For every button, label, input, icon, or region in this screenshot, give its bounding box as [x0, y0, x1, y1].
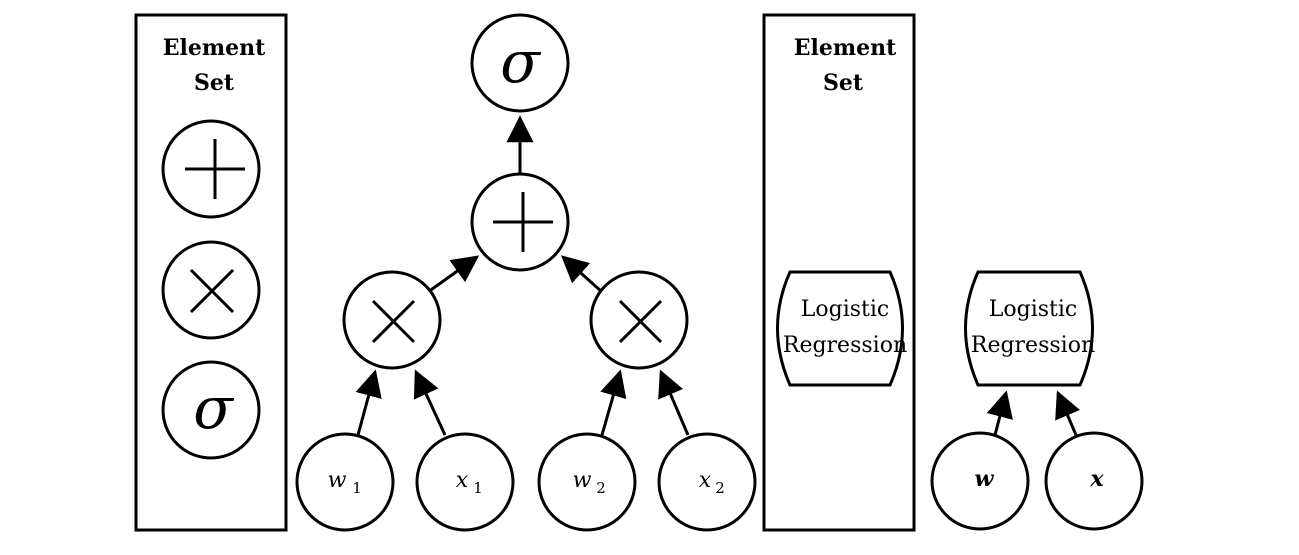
- sigma-icon: σ: [500, 28, 541, 96]
- edge-w-to-logistic: [986, 390, 1013, 436]
- computation-graph: σ w 1: [295, 13, 757, 532]
- x-vector-label: x: [1089, 466, 1104, 492]
- left-panel-title-line1: Element: [163, 35, 266, 61]
- sigma-element-node: σ: [161, 360, 261, 460]
- edge-w1-to-times1: [355, 369, 382, 436]
- input-node-w2: w 2: [537, 432, 637, 532]
- times-node-1: [342, 270, 442, 370]
- w-vector-label: w: [975, 466, 995, 492]
- w2-label: w: [573, 468, 592, 493]
- input-node-x1: x 1: [415, 432, 515, 532]
- edge-times1-to-plus: [427, 255, 480, 294]
- x2-subscript: 2: [715, 479, 725, 497]
- logistic-label-line1: Logistic: [801, 297, 889, 322]
- times-node-2: [589, 270, 689, 370]
- logistic-regression-node: Logistic Regression: [964, 270, 1095, 387]
- left-element-set-panel: Element Set σ: [134, 13, 288, 532]
- input-node-x2: x 2: [657, 432, 757, 532]
- left-panel-title-line2: Set: [194, 70, 235, 96]
- x1-label: x: [456, 468, 469, 493]
- w2-subscript: 2: [596, 479, 606, 497]
- right-panel-title-line1: Element: [794, 35, 897, 61]
- w1-subscript: 1: [352, 479, 362, 497]
- times-icon: [371, 299, 416, 344]
- w1-label: w: [328, 468, 347, 493]
- sigma-icon: σ: [193, 374, 234, 442]
- times-icon: [618, 299, 663, 344]
- edge-x2-to-times2: [658, 369, 690, 436]
- edge-x-to-logistic: [1055, 390, 1080, 436]
- input-node-x: x: [1044, 431, 1144, 531]
- times-element-node: [161, 240, 261, 340]
- x2-label: x: [699, 468, 712, 493]
- input-node-w: w: [930, 431, 1030, 531]
- logistic-regression-element: Logistic Regression: [776, 270, 907, 387]
- edge-times2-to-plus: [560, 255, 604, 294]
- times-icon: [189, 268, 235, 314]
- logistic-label-line2: Regression: [783, 333, 907, 358]
- edge-w2-to-times2: [600, 369, 627, 436]
- plus-icon: [493, 192, 553, 252]
- logistic-graph: Logistic Regression w x: [930, 270, 1144, 531]
- logistic-node-label-line2: Regression: [971, 333, 1095, 358]
- plus-element-node: [161, 119, 261, 219]
- plus-node: [470, 172, 570, 272]
- input-node-w1: w 1: [295, 432, 395, 532]
- edge-x1-to-times1: [413, 369, 447, 436]
- logistic-node-label-line1: Logistic: [989, 297, 1077, 322]
- x1-subscript: 1: [473, 479, 483, 497]
- right-element-set-panel: Element Set Logistic Regression: [762, 13, 916, 532]
- right-panel-title-line2: Set: [823, 70, 864, 96]
- sigma-output-node: σ: [470, 13, 570, 113]
